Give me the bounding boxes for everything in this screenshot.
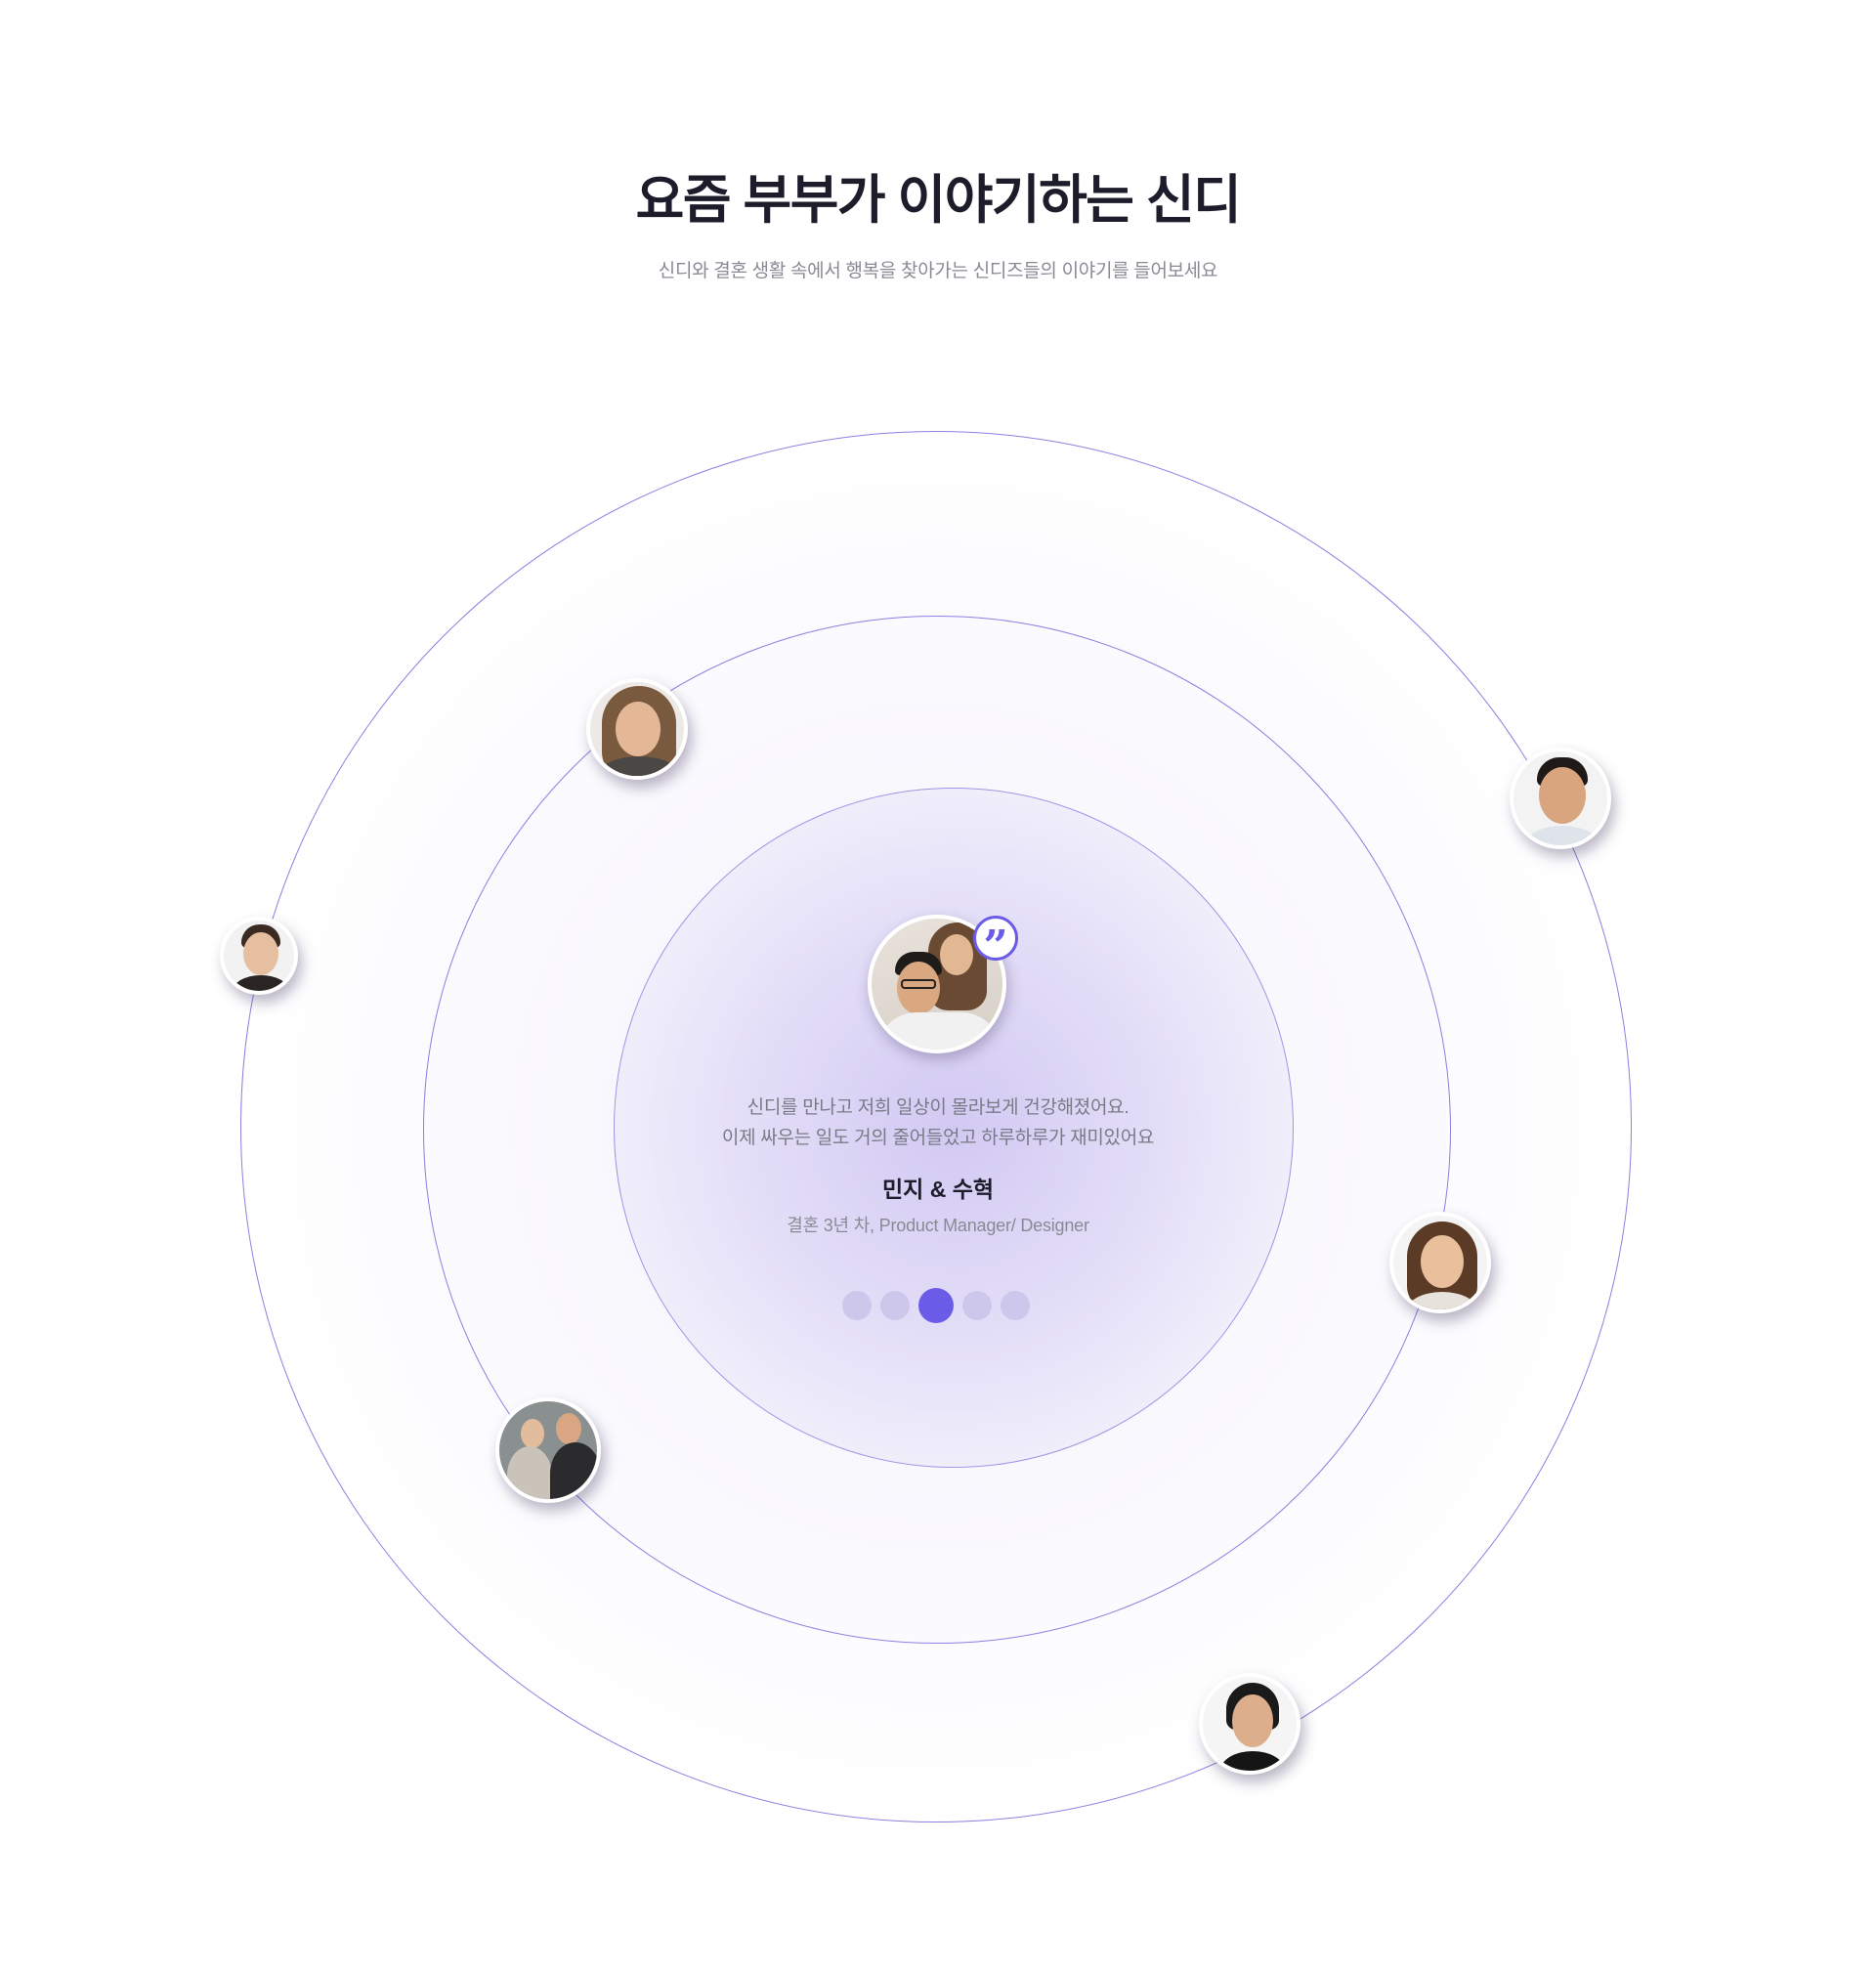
face-shape — [556, 1413, 581, 1444]
carousel-pagination — [0, 1288, 1876, 1323]
body-shape — [877, 1012, 1001, 1050]
avatar-couple-cooking[interactable] — [495, 1397, 601, 1503]
body-shape — [1407, 1292, 1477, 1309]
body-shape — [598, 756, 680, 776]
pagination-dot-3[interactable] — [918, 1288, 954, 1323]
testimonial-quote-line-2: 이제 싸우는 일도 거의 줄어들었고 하루하루가 재미있어요 — [721, 1128, 1155, 1148]
body-shape — [234, 975, 288, 991]
glasses-shape — [901, 979, 936, 989]
face-shape — [1421, 1235, 1464, 1288]
avatar-woman-smiling[interactable] — [1389, 1212, 1491, 1313]
face-shape — [940, 934, 973, 975]
avatar-woman-short-hair[interactable] — [1199, 1673, 1300, 1775]
face-shape — [521, 1419, 544, 1448]
body-shape — [1220, 1751, 1285, 1771]
face-shape — [243, 932, 278, 975]
face-shape — [616, 702, 661, 756]
face-shape — [1539, 767, 1586, 824]
testimonial-quote-line-1: 신디를 만나고 저희 일상이 몰라보게 건강해졌어요. — [746, 1097, 1130, 1118]
body-shape — [1525, 826, 1599, 845]
pagination-dot-1[interactable] — [842, 1291, 872, 1320]
quote-icon: ” — [973, 916, 1018, 961]
face-shape — [1232, 1694, 1273, 1747]
avatar-woman-long-hair[interactable] — [586, 678, 688, 780]
page-title: 요즘 부부가 이야기하는 신디 — [635, 171, 1242, 230]
pagination-dot-2[interactable] — [880, 1291, 910, 1320]
page-subtitle: 신디와 결혼 생활 속에서 행복을 찾아가는 신디즈들의 이야기를 들어보세요 — [658, 261, 1218, 281]
testimonial-author-meta: 결혼 3년 차, Product Manager/ Designer — [787, 1216, 1089, 1235]
body-shape — [507, 1446, 552, 1499]
avatar-young-man[interactable] — [220, 917, 298, 995]
pagination-dot-5[interactable] — [1001, 1291, 1030, 1320]
pagination-dot-4[interactable] — [962, 1291, 992, 1320]
testimonial-author: 민지 & 수혁 — [881, 1177, 995, 1202]
body-shape — [550, 1442, 597, 1499]
avatar-man-smiling[interactable] — [1510, 748, 1611, 849]
